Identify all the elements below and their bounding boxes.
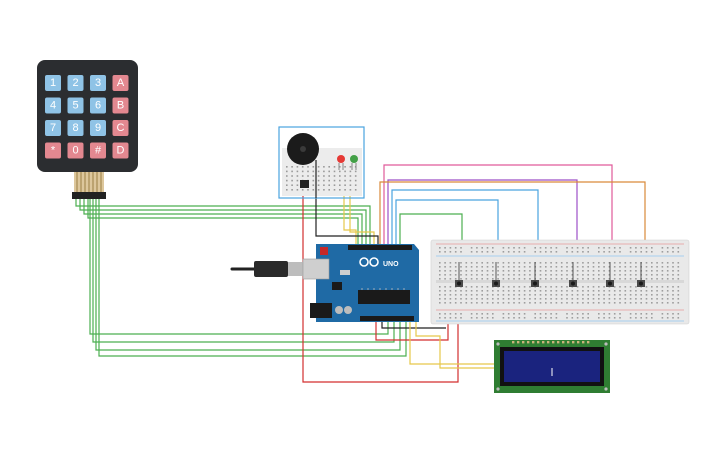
lcd-pin-header — [512, 341, 590, 344]
digital-header — [348, 245, 412, 250]
keypad-header — [72, 192, 106, 199]
lcd-hole-br — [604, 387, 608, 391]
keypad-key-label: * — [51, 145, 56, 157]
keypad-ribbon — [72, 172, 106, 199]
keypad-key[interactable]: B — [112, 97, 129, 114]
keypad-key[interactable]: C — [112, 120, 129, 136]
keypad-key-label: 0 — [72, 145, 78, 157]
crystal — [340, 270, 350, 275]
center-channel — [436, 280, 684, 283]
keypad-key-label: 5 — [72, 100, 78, 112]
keypad-key[interactable]: 4 — [45, 97, 61, 114]
usb-port — [302, 258, 330, 280]
lcd-16x2[interactable] — [494, 340, 610, 393]
keypad-key-label: 7 — [50, 122, 56, 134]
keypad-key-label: D — [117, 145, 125, 157]
lcd-hole-tr — [604, 342, 608, 346]
wires — [75, 164, 646, 383]
wire-button-2[interactable] — [395, 199, 499, 258]
keypad-key[interactable]: 0 — [67, 142, 84, 159]
push-button[interactable] — [455, 262, 463, 287]
keypad-key-label: A — [117, 77, 125, 89]
capacitor-1 — [335, 306, 343, 314]
wire-led-signal[interactable] — [349, 180, 375, 245]
arduino-logo — [359, 257, 379, 267]
wire-button-3[interactable] — [391, 189, 539, 258]
analog-header — [360, 316, 414, 321]
wire-button-6[interactable] — [379, 181, 646, 258]
selection-outline — [278, 126, 365, 199]
keypad-key-label: 4 — [50, 100, 56, 112]
keypad-key-label: 1 — [50, 77, 56, 89]
wire-rail-red[interactable] — [375, 318, 449, 341]
keypad-key-label: 9 — [95, 122, 101, 134]
keypad-key-label: C — [117, 122, 125, 134]
buzzer-led-module[interactable] — [278, 126, 365, 199]
lcd-hole-bl — [496, 387, 500, 391]
keypad-key[interactable]: 2 — [67, 75, 84, 91]
wire-button-1[interactable] — [399, 213, 463, 258]
keypad-key[interactable]: D — [112, 142, 129, 159]
wire-keypad-6[interactable] — [92, 198, 395, 343]
keypad-key-label: 6 — [95, 100, 101, 112]
keypad-key-label: B — [117, 100, 124, 112]
piezo-buzzer-center — [300, 146, 306, 152]
transistor[interactable] — [300, 160, 317, 198]
keypad-key[interactable]: 5 — [67, 97, 84, 114]
wire-keypad-3[interactable] — [83, 198, 363, 245]
keypad-4x4[interactable]: 1 2 3 A 4 5 6 B 7 8 9 C * 0 # D — [37, 60, 138, 199]
capacitor-2 — [344, 306, 352, 314]
led-red[interactable] — [337, 155, 345, 170]
keypad-key[interactable]: 9 — [90, 120, 106, 136]
microcontroller — [358, 290, 410, 304]
keypad-key[interactable]: 7 — [45, 120, 61, 136]
wire-keypad-2[interactable] — [79, 198, 367, 245]
wire-lcd-scl[interactable] — [415, 322, 496, 369]
keypad-key[interactable]: 3 — [90, 75, 106, 91]
keypad-key[interactable]: # — [90, 142, 106, 159]
lcd-screen — [504, 351, 600, 382]
wire-gnd-top[interactable] — [315, 198, 379, 245]
wire-keypad-4[interactable] — [87, 198, 359, 245]
push-button[interactable] — [637, 262, 645, 287]
push-button[interactable] — [531, 262, 539, 287]
push-button[interactable] — [492, 262, 500, 287]
wire-keypad-7[interactable] — [95, 198, 401, 351]
arduino-uno[interactable]: UNO — [230, 244, 419, 322]
power-jack — [310, 303, 332, 318]
wire-lcd-sda[interactable] — [409, 322, 496, 365]
wire-rail-black[interactable] — [381, 322, 446, 329]
icsp-header — [332, 282, 342, 290]
wire-button-5[interactable] — [383, 164, 613, 258]
wire-button-4[interactable] — [387, 179, 578, 258]
keypad-key-label: # — [95, 145, 102, 157]
keypad-key-label: 2 — [72, 77, 78, 89]
keypad-key[interactable]: 6 — [90, 97, 106, 114]
push-button[interactable] — [569, 262, 577, 287]
keypad-key[interactable]: 8 — [67, 120, 84, 136]
keypad-keys: 1 2 3 A 4 5 6 B 7 8 9 C * 0 # D — [45, 75, 129, 159]
reset-button[interactable] — [320, 247, 328, 255]
keypad-key[interactable]: A — [112, 75, 129, 91]
wire-keypad-8[interactable] — [98, 198, 407, 357]
lcd-hole-tl — [496, 342, 500, 346]
push-button[interactable] — [606, 262, 614, 287]
keypad-key[interactable]: * — [45, 142, 61, 159]
breadboard[interactable] — [430, 239, 690, 325]
wire-keypad-1[interactable] — [75, 198, 371, 245]
keypad-key-label: 3 — [95, 77, 101, 89]
keypad-key-label: 8 — [72, 122, 78, 134]
push-buttons[interactable] — [455, 262, 645, 287]
usb-cable[interactable] — [230, 261, 306, 277]
keypad-key[interactable]: 1 — [45, 75, 61, 91]
led-green[interactable] — [350, 155, 358, 170]
uno-label: UNO — [383, 261, 399, 268]
wire-5v-red[interactable] — [302, 196, 459, 383]
